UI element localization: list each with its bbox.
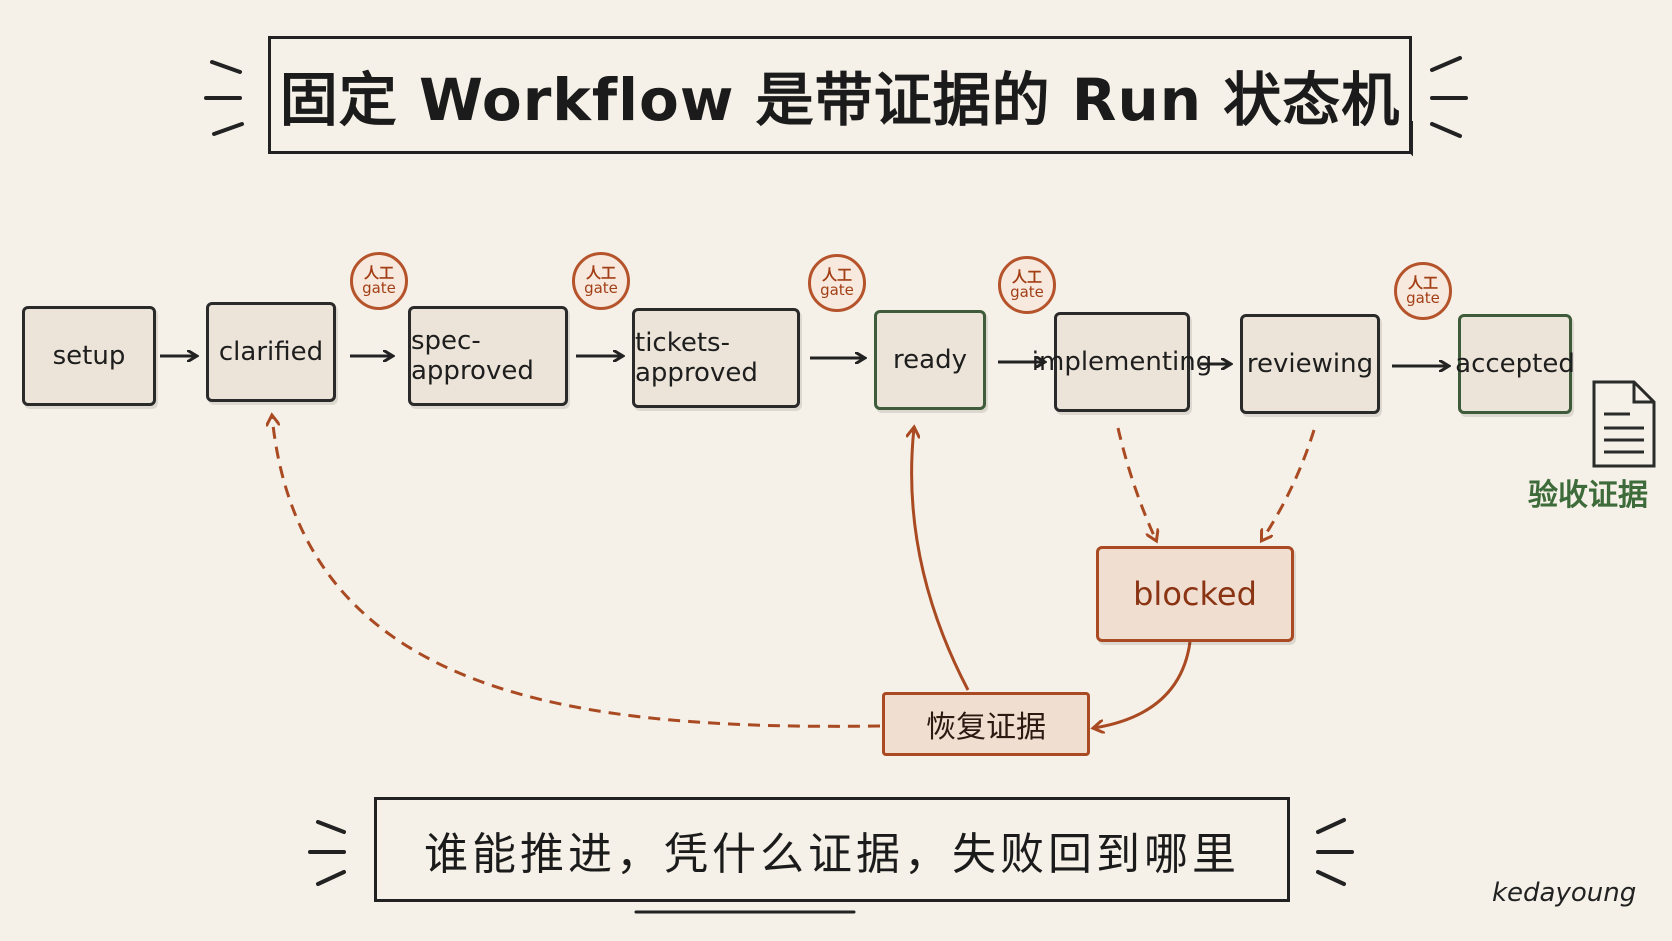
state-setup: setup bbox=[22, 306, 156, 406]
state-label: clarified bbox=[218, 337, 324, 367]
state-clarified: clarified bbox=[206, 302, 336, 402]
acceptance-evidence-label: 验收证据 bbox=[1528, 478, 1648, 513]
gate-line-2: gate bbox=[362, 279, 396, 297]
state-blocked: blocked bbox=[1096, 546, 1294, 642]
manual-gate-badge: 人工 gate bbox=[350, 252, 408, 310]
state-label: spec-approved bbox=[411, 326, 534, 386]
manual-gate-badge: 人工 gate bbox=[998, 256, 1056, 314]
arrow-recovery-clarified bbox=[272, 416, 881, 728]
state-label: implementing bbox=[1031, 347, 1213, 377]
manual-gate-badge: 人工 gate bbox=[572, 252, 630, 310]
gate-line-2: gate bbox=[1406, 289, 1440, 307]
gate-line-1: 人工 bbox=[1011, 268, 1042, 286]
tagline-box: 谁能推进，凭什么证据，失败回到哪里 bbox=[374, 797, 1290, 902]
state-ready: ready bbox=[874, 310, 986, 410]
state-label: reviewing bbox=[1246, 349, 1374, 379]
arrow-implementing-blocked bbox=[1116, 427, 1156, 540]
state-tickets-approved: tickets-approved bbox=[632, 308, 800, 408]
manual-gate-badge: 人工 gate bbox=[1394, 262, 1452, 320]
gate-line-1: 人工 bbox=[821, 266, 852, 284]
state-label: tickets-approved bbox=[635, 328, 758, 388]
state-label: accepted bbox=[1455, 349, 1575, 379]
arrow-blocked-recovery bbox=[1094, 641, 1192, 728]
recovery-label: 恢复证据 bbox=[926, 710, 1046, 745]
author-signature: kedayoung bbox=[1492, 878, 1637, 908]
state-label: ready bbox=[893, 345, 967, 375]
arrow-reviewing-blocked bbox=[1262, 429, 1316, 540]
state-implementing: implementing bbox=[1032, 312, 1212, 412]
arrow-recovery-ready bbox=[912, 428, 970, 691]
state-reviewing: reviewing bbox=[1240, 314, 1380, 414]
gate-line-2: gate bbox=[820, 281, 854, 299]
page-title: 固定 Workflow 是带证据的 Run 状态机 bbox=[279, 66, 1401, 134]
document-icon bbox=[1592, 380, 1656, 468]
state-label: blocked bbox=[1133, 575, 1257, 613]
tagline-text: 谁能推进，凭什么证据，失败回到哪里 bbox=[424, 828, 1240, 880]
title-box: 固定 Workflow 是带证据的 Run 状态机 bbox=[268, 36, 1412, 154]
gate-line-1: 人工 bbox=[363, 264, 394, 282]
recovery-evidence-box: 恢复证据 bbox=[882, 692, 1090, 756]
state-accepted: accepted bbox=[1455, 314, 1575, 414]
manual-gate-badge: 人工 gate bbox=[808, 254, 866, 312]
gate-line-2: gate bbox=[1010, 283, 1044, 301]
state-spec-approved: spec-approved bbox=[408, 306, 568, 406]
state-label: setup bbox=[52, 341, 126, 371]
gate-line-1: 人工 bbox=[585, 264, 616, 282]
gate-line-2: gate bbox=[584, 279, 618, 297]
gate-line-1: 人工 bbox=[1407, 274, 1438, 292]
